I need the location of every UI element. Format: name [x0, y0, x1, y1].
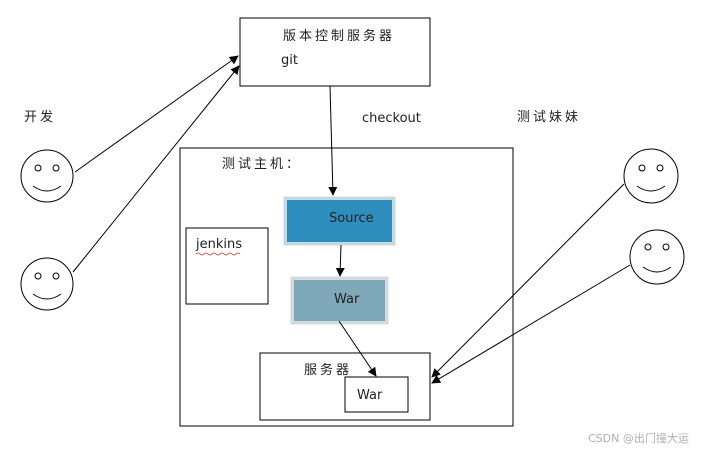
spellcheck-underline: [195, 252, 241, 256]
deployed-war-label: War: [357, 388, 383, 403]
developers-label: 开发: [24, 109, 56, 125]
developer-face-2-icon: [20, 257, 74, 311]
tester-face-1-icon: [623, 148, 679, 204]
source-box: Source: [283, 196, 396, 246]
tester-face-2-icon: [629, 229, 685, 285]
war-label: War: [334, 292, 360, 307]
server-box: 服务器 War: [259, 352, 431, 421]
source-to-war-arrow: [335, 244, 345, 277]
source-label: Source: [329, 211, 374, 226]
test-host-label: 测试主机：: [222, 157, 302, 172]
developer-face-1-icon: [20, 149, 74, 203]
jenkins-label: jenkins: [195, 237, 242, 252]
jenkins-box: jenkins: [185, 227, 269, 305]
test-host: 测试主机：: [179, 147, 514, 427]
git-label: git: [281, 53, 298, 68]
server-title: 服务器: [304, 362, 352, 378]
dev1-to-server-arrow: [74, 55, 239, 173]
tester1-to-server-arrow: [431, 183, 625, 378]
checkout-label: checkout: [362, 111, 421, 126]
war-box: War: [290, 276, 389, 325]
deployed-war-box: [344, 376, 409, 413]
checkout-arrow: [328, 85, 338, 196]
watermark: CSDN @出门撞大运: [588, 431, 689, 445]
version-control-server: 版本控制服务器 git: [239, 17, 431, 87]
war-to-server-arrow: [338, 320, 377, 377]
testers-label: 测试妹妹: [517, 110, 581, 125]
dev2-to-server-arrow: [72, 65, 240, 273]
version-control-server-title: 版本控制服务器: [283, 28, 395, 44]
tester2-to-server-arrow: [431, 264, 631, 384]
